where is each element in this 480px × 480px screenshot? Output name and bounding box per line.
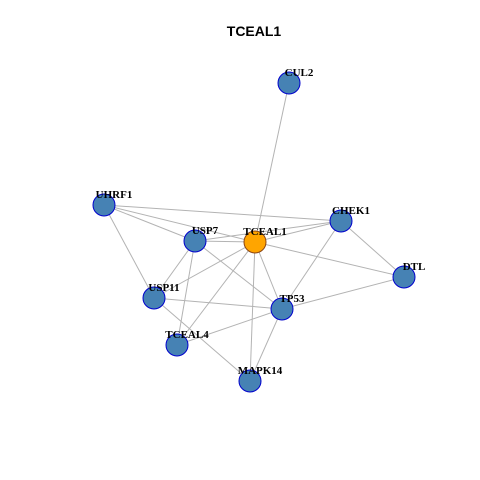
edge-cul2-tceal1: [254, 82, 290, 243]
node-chek1: CHEK1: [329, 205, 370, 233]
edge-tceal1-mapk14: [249, 241, 256, 382]
node-label: TP53: [279, 293, 305, 305]
node-circle: [238, 369, 262, 393]
node-label: DTL: [403, 261, 426, 273]
edge-usp7-tp53: [194, 240, 283, 310]
edge-tceal1-dtl: [254, 241, 405, 278]
node-tceal1: TCEAL1: [243, 226, 287, 254]
node-circle: [243, 230, 267, 254]
edge-tceal1-tceal4: [176, 241, 256, 346]
edge-usp11-mapk14: [153, 297, 251, 382]
node-label: USP11: [148, 282, 179, 294]
edge-uhrf1-usp11: [103, 204, 155, 299]
node-mapk14: MAPK14: [238, 365, 283, 393]
node-uhrf1: UHRF1: [92, 189, 133, 217]
edge-chek1-tp53: [281, 220, 342, 310]
node-tceal4: TCEAL4: [165, 329, 209, 357]
edge-usp7-chek1: [194, 220, 342, 242]
node-circle: [329, 209, 353, 233]
node-label: TCEAL1: [243, 226, 286, 238]
edge-tp53-mapk14: [249, 308, 283, 382]
node-label: CUL2: [285, 67, 314, 79]
node-label: CHEK1: [332, 205, 370, 217]
node-label: TCEAL4: [165, 329, 209, 341]
edge-usp7-usp11: [153, 240, 196, 299]
node-circle: [142, 286, 166, 310]
edge-dtl-tp53: [281, 276, 405, 310]
edge-chek1-dtl: [340, 220, 405, 278]
node-cul2: CUL2: [277, 67, 314, 95]
edge-uhrf1-chek1: [103, 204, 342, 222]
node-circle: [165, 333, 189, 357]
edge-tceal1-tp53: [254, 241, 283, 310]
node-circle: [270, 297, 294, 321]
edge-tceal1-chek1: [254, 220, 342, 243]
node-label: UHRF1: [96, 189, 133, 201]
node-circle: [183, 229, 207, 253]
node-tp53: TP53: [270, 293, 305, 321]
edge-uhrf1-usp7: [103, 204, 196, 242]
node-usp11: USP11: [142, 282, 180, 310]
edge-tceal1-usp11: [153, 241, 256, 299]
node-label: MAPK14: [238, 365, 283, 377]
edge-usp11-tp53: [153, 297, 283, 310]
node-usp7: USP7: [183, 225, 219, 253]
graph-title: TCEAL1: [227, 23, 282, 39]
edge-tp53-tceal4: [176, 308, 283, 346]
node-label: USP7: [192, 225, 219, 237]
edge-usp7-tceal4: [176, 240, 196, 346]
node-circle: [92, 193, 116, 217]
node-circle: [277, 71, 301, 95]
node-dtl: DTL: [392, 261, 426, 289]
node-circle: [392, 265, 416, 289]
